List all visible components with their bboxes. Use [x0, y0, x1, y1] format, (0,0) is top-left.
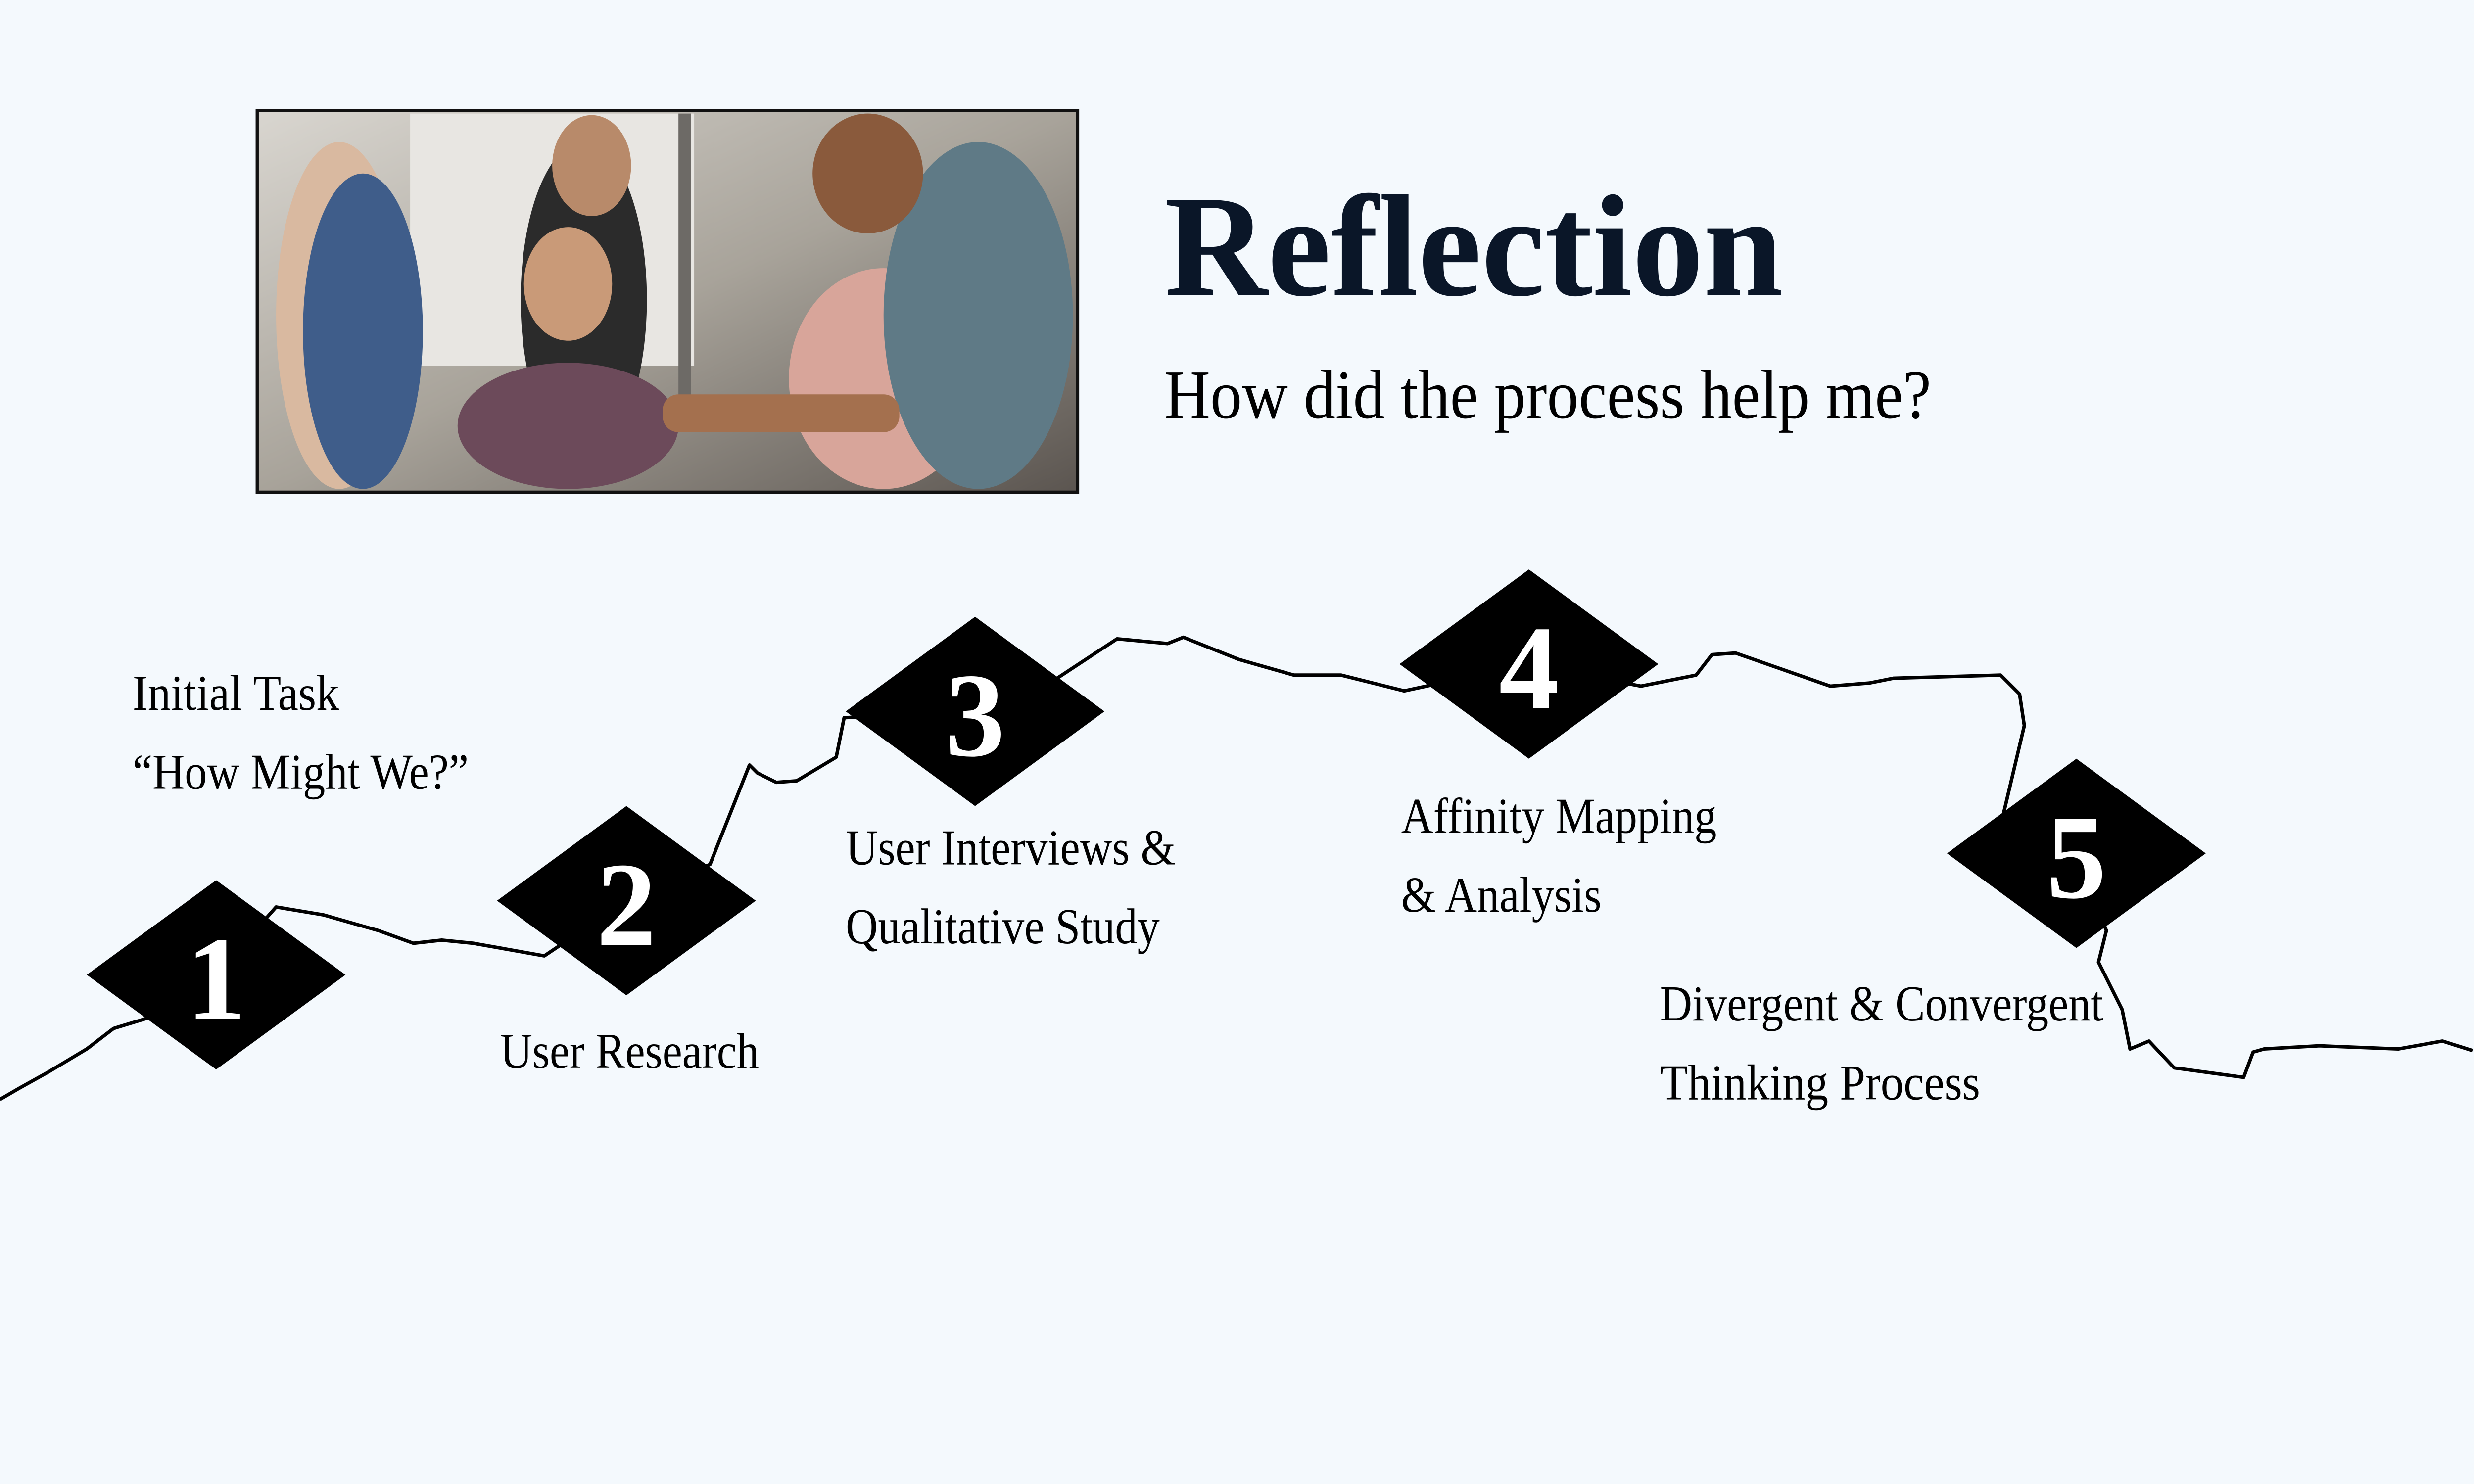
- page-title: Reflection: [1164, 166, 1783, 326]
- step-marker-3: 3: [846, 616, 1105, 806]
- step-5-label-line-1: Divergent & Convergent: [1660, 976, 2103, 1032]
- step-marker-2: 2: [497, 806, 756, 996]
- step-number: 2: [596, 838, 656, 971]
- page-subtitle: How did the process help me?: [1164, 357, 1931, 433]
- step-number: 5: [2046, 791, 2106, 924]
- step-number: 1: [186, 913, 246, 1045]
- step-marker-1: 1: [87, 880, 346, 1069]
- slide: Reflection How did the process help me? …: [0, 109, 2473, 1111]
- step-1-label-line-1: Initial Task: [133, 665, 340, 721]
- step-4-label-line-1: Affinity Mapping: [1401, 788, 1717, 844]
- step-3-label-line-1: User Interviews &: [846, 820, 1175, 876]
- mountain-path-line: [0, 635, 2473, 1101]
- step-number: 3: [945, 649, 1005, 782]
- photo: [255, 109, 1080, 494]
- diamond-icon: [1947, 758, 2206, 948]
- step-marker-5: 5: [1947, 758, 2206, 948]
- diamond-icon: [846, 616, 1105, 806]
- diamond-icon: [87, 880, 346, 1069]
- step-2-label: User Research: [500, 1023, 759, 1079]
- step-4-label-line-2: & Analysis: [1401, 867, 1602, 923]
- step-1-label-line-2: “How Might We?”: [133, 744, 469, 800]
- step-5-label-line-2: Thinking Process: [1660, 1055, 1980, 1111]
- step-3-label-line-2: Qualitative Study: [846, 899, 1160, 955]
- diamond-icon: [1399, 569, 1659, 759]
- step-number: 4: [1499, 602, 1559, 735]
- step-marker-4: 4: [1399, 569, 1659, 759]
